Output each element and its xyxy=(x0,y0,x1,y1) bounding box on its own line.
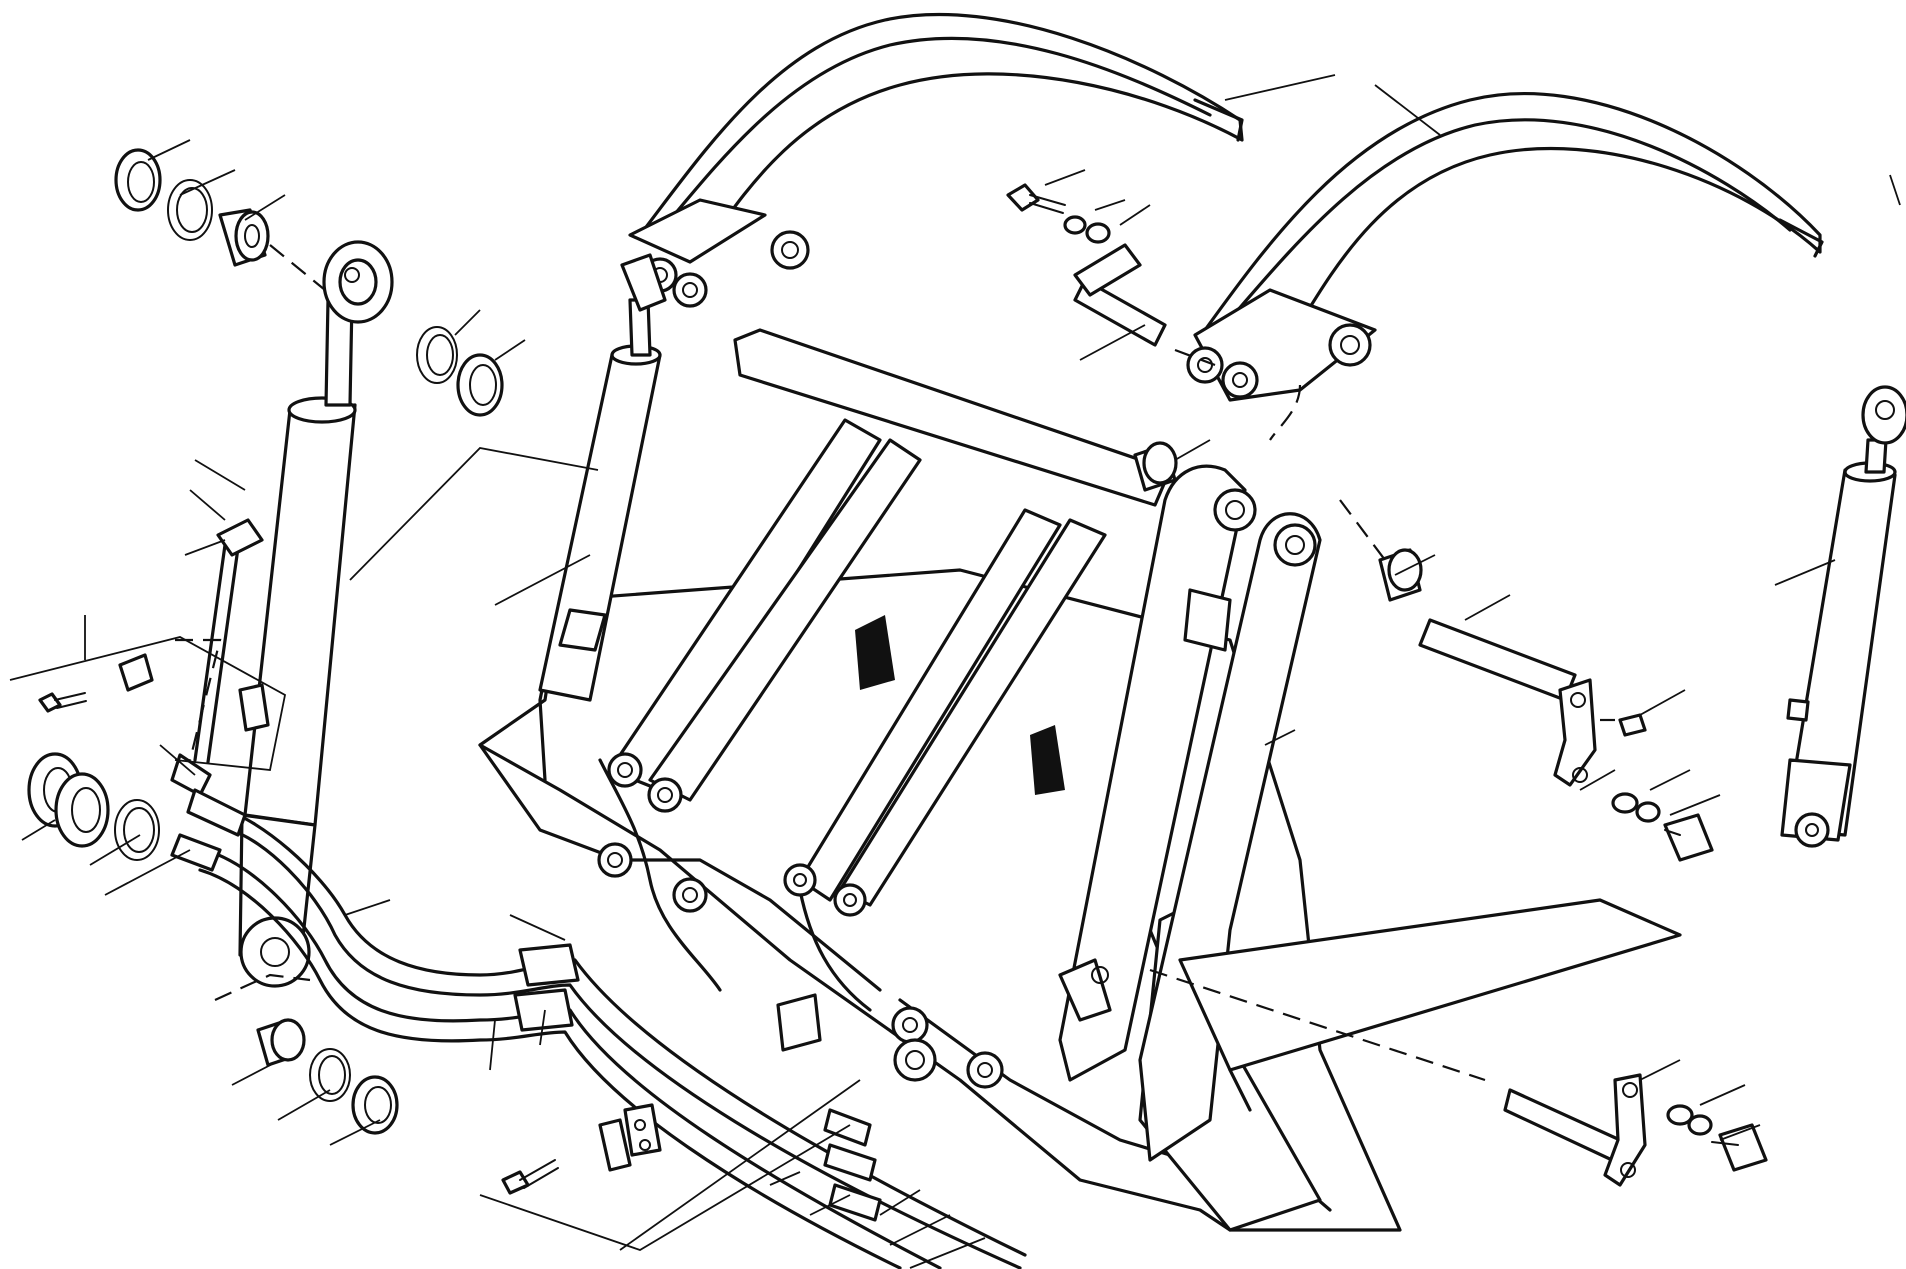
grapple-tine-left xyxy=(628,12,1244,308)
hose-clamp xyxy=(118,653,822,1172)
hydraulic-hoses xyxy=(170,518,1027,1269)
hydraulic-cylinder-center xyxy=(538,253,667,702)
grapple-tine-right xyxy=(1186,91,1824,402)
bolts-and-washers xyxy=(38,183,1768,1195)
assembly-centerlines xyxy=(175,244,1615,1082)
bushings xyxy=(218,208,1423,1067)
hydraulic-cylinder-right xyxy=(1780,385,1906,848)
leader-lines xyxy=(9,74,1901,1269)
bucket-frame xyxy=(478,328,1682,1232)
snap-rings xyxy=(27,148,504,1135)
hydraulic-cylinder-left xyxy=(238,240,394,988)
pivot-pins xyxy=(1073,243,1647,1187)
